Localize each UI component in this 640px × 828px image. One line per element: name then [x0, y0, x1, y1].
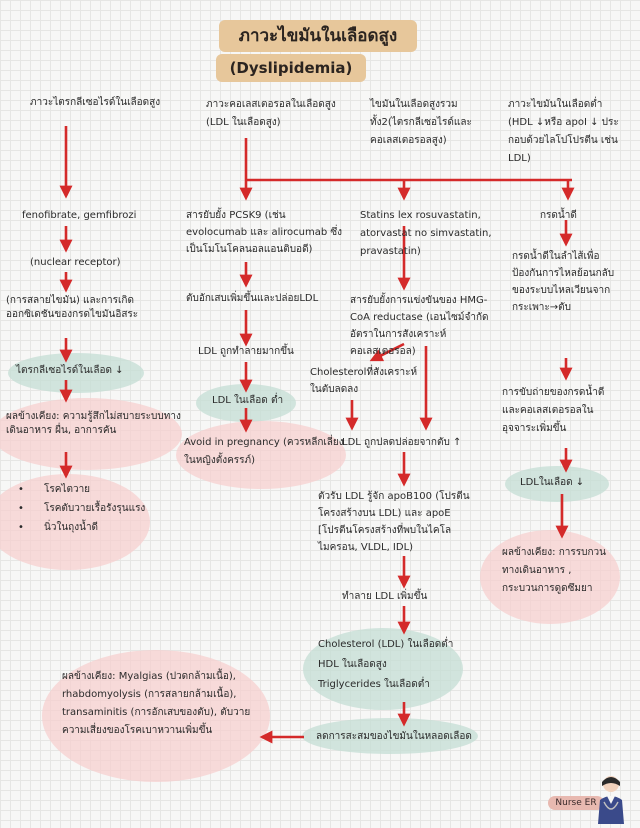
highlight-pregnancy: [176, 421, 346, 489]
highlight-statin-side-effects: [42, 650, 270, 782]
ldl-header: ภาวะคอเลสเตอรอลในเลือดสูง (LDL ในเลือดสู…: [206, 99, 336, 128]
statin-side-effects: ผลข้างเคียง: Myalgias (ปวดกล้ามเนื้อ), r…: [62, 671, 251, 736]
tg-header: ภาวะไตรกลีเซอไรด์ในเลือดสูง: [30, 97, 161, 108]
highlight-hdl-result: [505, 466, 609, 502]
list-item: โรคตับวายเรื้อรังรุนแรง: [18, 499, 145, 518]
highlight-outcome: [303, 628, 463, 710]
mixed-outcome-2: HDL ในเลือดสูง: [318, 659, 387, 670]
hdl-header: ภาวะไขมันในเลือดต่ำ (HDL ↓หรือ apoI ↓ ปร…: [508, 99, 619, 164]
mixed-ldl-release: LDL ถูกปลดปล่อยจากตับ ↑: [342, 437, 462, 448]
tg-result: ไตรกลีเซอไรด์ในเลือด ↓: [16, 365, 124, 376]
mixed-drug: Statins lex rosuvastatin, atorvastat no …: [360, 210, 492, 257]
tg-drug: fenofibrate, gemfibrozi: [22, 210, 137, 221]
ldl-pregnancy: Avoid in pregnancy (ควรหลีกเลี่ยงในหญิงต…: [184, 437, 344, 466]
hdl-step: การขับถ่ายของกรดน้ำดีและคอเลสเตอรอลในอุจ…: [502, 387, 605, 434]
hdl-result: LDLในเลือด ↓: [520, 477, 585, 488]
ldl-result: LDL ในเลือด ต่ำ: [212, 395, 284, 406]
mixed-outcome-3: Triglycerides ในเลือดต่ำ: [318, 679, 430, 690]
highlight-hdl-side-effects: [480, 530, 620, 624]
mixed-cholesterol-note: Cholesterolที่สังเคราะห์ในตับลดลง: [310, 367, 418, 395]
ldl-step2: LDL ถูกทำลายมากขึ้น: [198, 346, 294, 357]
ldl-step1: ตับอักเสบเพิ่มขึ้นและปล่อยLDL: [186, 293, 319, 304]
hdl-side-effects: ผลข้างเคียง: การรบกวนทางเดินอาหาร , กระบ…: [502, 547, 606, 594]
highlight-final: [302, 718, 478, 754]
page-title: ภาวะไขมันในเลือดสูง: [219, 20, 417, 52]
mixed-final: ลดการสะสมของไขมันในหลอดเลือด: [316, 731, 472, 742]
mixed-outcome-1: Cholesterol (LDL) ในเลือดต่ำ: [318, 639, 454, 650]
tg-side-effects: ผลข้างเคียง: ความรู้สึกไม่สบายระบบทางเดิ…: [6, 411, 181, 436]
list-item: โรคไตวาย: [18, 480, 145, 499]
mixed-mechanism: สารยับยั้งการแข่งขันของ HMG-CoA reductas…: [350, 295, 489, 357]
mixed-destroy: ทำลาย LDL เพิ่มขึ้น: [342, 591, 428, 602]
nurse-illustration-icon: [598, 776, 624, 824]
hdl-mechanism: กรดน้ำดีในลำไส้เพื่อป้องกันการไหลย้อนกลั…: [512, 251, 615, 313]
highlight-tg-side-effects: [0, 398, 182, 470]
mixed-receptor: ตัวรับ LDL รู้จัก apoB100 (โปรตีนโครงสร้…: [318, 491, 470, 553]
nurse-er-badge: Nurse ER: [548, 796, 604, 810]
tg-mechanism: (การสลายไขมัน) และการเกิดออกซิเดชันของกร…: [6, 295, 139, 320]
arrow-statin-left: [369, 342, 405, 362]
tg-contraindication-list: โรคไตวาย โรคตับวายเรื้อรังรุนแรง นิ่วในถ…: [18, 480, 145, 537]
tg-receptor: (nuclear receptor): [30, 257, 121, 268]
hdl-drug: กรดน้ำดี: [540, 210, 577, 221]
mixed-header: ไขมันในเลือดสูงรวม ทั้ง2(ไตรกลีเซอไรด์แล…: [370, 99, 472, 146]
list-item: นิ่วในถุงน้ำดี: [18, 518, 145, 537]
page-subtitle: (Dyslipidemia): [216, 54, 366, 82]
highlight-tg-result: [8, 353, 144, 393]
ldl-drug: สารยับยั้ง PCSK9 (เช่น evolocumab และ al…: [186, 210, 343, 255]
